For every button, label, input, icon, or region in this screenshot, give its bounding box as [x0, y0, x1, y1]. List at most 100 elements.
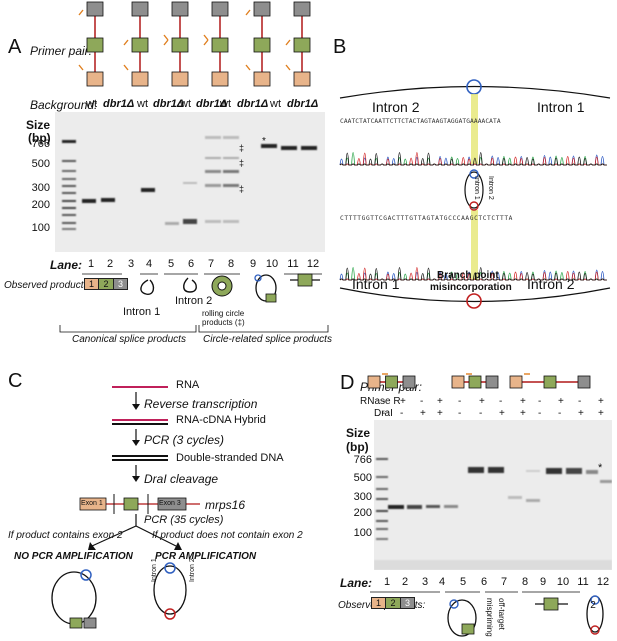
- intron2-label-a: Intron 2: [175, 295, 213, 307]
- lane-a-12: 12: [306, 258, 320, 270]
- dsdna-label: Double-stranded DNA: [176, 452, 284, 464]
- hybrid-label: RNA-cDNA Hybrid: [176, 414, 266, 426]
- primer-stack-exon2-5: [253, 37, 271, 53]
- primer-stack-exon3-4: [211, 1, 229, 17]
- canonical-splice-label: Canonical splice products: [72, 334, 186, 345]
- amp-lariat-icon: [153, 565, 187, 615]
- panel-c-letter: C: [8, 370, 23, 392]
- primer-arrow-icon: [163, 39, 169, 46]
- dral-lane-3: +: [420, 408, 426, 419]
- lane-d-4: 4: [438, 576, 446, 588]
- marker-star-d: *: [598, 462, 603, 474]
- no-amp-label: NO PCR AMPLIFICATION: [14, 551, 133, 562]
- mispriming-label: mispriming: [485, 598, 494, 637]
- exon1-text-c: Exon 1: [81, 500, 103, 507]
- rnaser-lane-2: +: [400, 396, 406, 407]
- bottom-junction-red-icon: [466, 293, 482, 309]
- exon-bar-d: 1 2 3: [371, 597, 429, 609]
- primer-arrow-icon: [163, 34, 169, 41]
- primer-stack-exon1-6: [293, 71, 311, 87]
- d-primer-exon1-2: [451, 375, 465, 389]
- panel-c-graphic: [51, 386, 200, 629]
- chromatogram-top: [339, 152, 607, 166]
- bg-lane-2: dbr1Δ: [103, 98, 135, 110]
- exon-3-a: 3: [113, 278, 128, 290]
- size-label-d: Size: [346, 426, 371, 440]
- rnaser-lane-10: +: [558, 396, 564, 407]
- lane-a-11: 11: [287, 258, 299, 270]
- d-primer-exon2-2: [468, 375, 482, 389]
- rt-label: Reverse transcription: [144, 397, 258, 411]
- if-contains-label: If product contains exon 2: [8, 530, 123, 541]
- primer-stack-exon2-3: [171, 37, 189, 53]
- sequence-top: CAATCTATCAATTCTTCTACTAGTAAGTAGGATGAAAACA…: [340, 118, 501, 125]
- size-label-a: Size: [26, 118, 51, 132]
- primer-arrow-icon: [203, 39, 209, 46]
- primer-arrow-icon: [203, 34, 209, 41]
- dral-lane-4: +: [437, 408, 443, 419]
- exon-2-d: 2: [385, 597, 401, 609]
- d-primer-exon1-1: [367, 375, 381, 389]
- d-primer-exon2-1: [385, 375, 398, 389]
- primer-stack-exon1-2: [131, 71, 149, 87]
- lane-a-8: 8: [227, 258, 235, 270]
- size-500-a: 500: [31, 158, 50, 170]
- primer-arrow-icon: [123, 39, 129, 46]
- lane-d-6: 6: [480, 576, 488, 588]
- d-primer-exon1-3: [509, 375, 523, 389]
- size-300-d: 300: [353, 491, 372, 503]
- exon2-box-icon: [123, 497, 139, 511]
- lane-a-10: 10: [265, 258, 279, 270]
- intron2-top-label: Intron 2: [372, 99, 420, 115]
- primer-arrow-icon: [78, 64, 84, 71]
- lane-a-1: 1: [87, 258, 95, 270]
- d-circle-product-icon: [447, 599, 477, 637]
- bg-lane-4: dbr1Δ: [153, 98, 185, 110]
- exon-3-d: 3: [400, 597, 415, 609]
- exon1-box-icon: [79, 497, 107, 511]
- primer-stack-exon1-1: [86, 71, 104, 87]
- chromatogram-bottom: [339, 267, 607, 281]
- rolling-circle-label: rolling circle: [202, 309, 245, 318]
- bg-lane-6: dbr1Δ: [196, 98, 228, 110]
- dral-lane-12: +: [598, 408, 604, 419]
- primer-arrow-icon: [78, 9, 84, 16]
- intron2-bottom-label: Intron 2: [527, 276, 575, 292]
- primer-arrow-icon: [123, 64, 129, 71]
- pcr35-label: PCR (35 cycles): [144, 514, 224, 526]
- d-exon2-product-icon: [543, 597, 559, 611]
- rnaser-lane-3: -: [420, 396, 424, 407]
- rnaser-lane-12: +: [598, 396, 604, 407]
- rnaser-lane-8: +: [520, 396, 526, 407]
- rnaser-lane-7: -: [499, 396, 503, 407]
- primer-stack-exon2-4: [211, 37, 229, 53]
- intron1-label-a: Intron 1: [123, 306, 161, 318]
- size-200-a: 200: [31, 199, 50, 211]
- primer-stack-exon1-4: [211, 71, 229, 87]
- dral-lane-9: -: [538, 408, 542, 419]
- dral-lane-2: -: [400, 408, 404, 419]
- dral-lane-5: -: [458, 408, 462, 419]
- marker-dagger-3: ‡: [239, 184, 245, 194]
- amp-label: PCR AMPLIFICATION: [155, 551, 257, 562]
- lane-label-a: Lane:: [50, 258, 83, 272]
- lane-a-5: 5: [167, 258, 175, 270]
- bg-lane-8: dbr1Δ: [237, 98, 269, 110]
- marker-dagger-1: ‡: [239, 143, 245, 153]
- primer-stack-exon3-3: [171, 1, 189, 17]
- primer-stack-exon2-6: [293, 37, 311, 53]
- lane-d-9: 9: [539, 576, 547, 588]
- bp-label-d: (bp): [346, 440, 369, 454]
- d-primer-exon3-2: [485, 375, 499, 389]
- size-100-d: 100: [353, 527, 372, 539]
- bp-label-a: (bp): [28, 131, 51, 145]
- gel-image-d: [374, 420, 612, 570]
- size-200-d: 200: [353, 507, 372, 519]
- d-exon2-text: 2: [590, 600, 596, 611]
- rolling-circle-label-2: products (‡): [202, 318, 245, 327]
- lane-a-9: 9: [249, 258, 257, 270]
- intron2-lariat-icon: [183, 277, 197, 293]
- rna-label: RNA: [176, 379, 200, 391]
- intron1-bottom-label: Intron 1: [352, 276, 400, 292]
- d-primer-exon3-3: [577, 375, 591, 389]
